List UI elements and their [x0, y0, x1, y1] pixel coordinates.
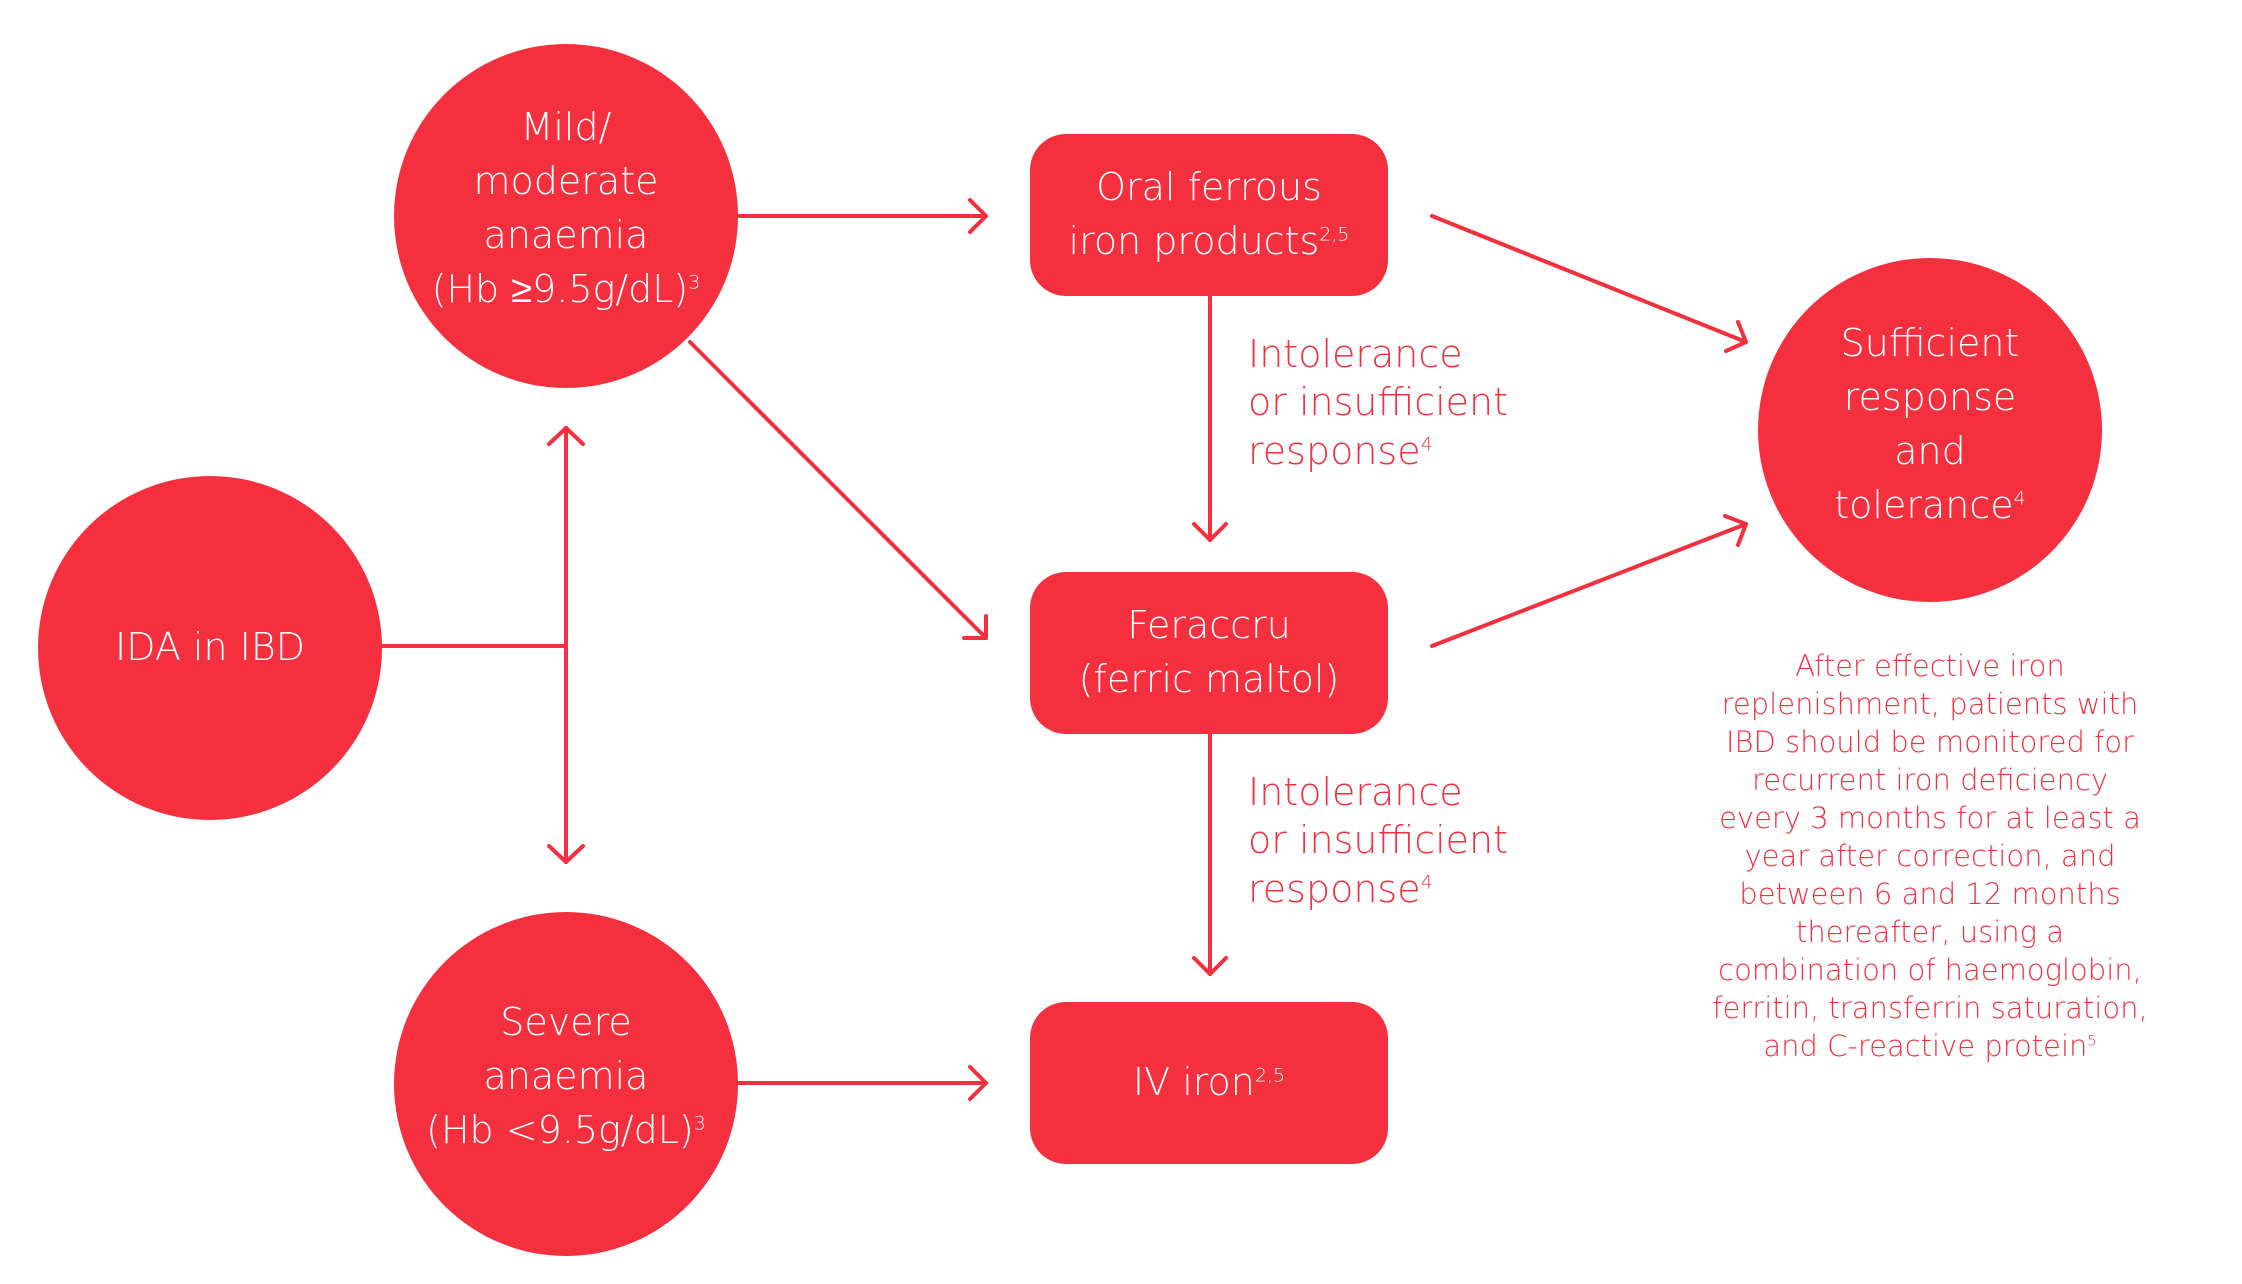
- oral-line-1: Oral ferrous: [1096, 165, 1322, 210]
- mild-line-2: moderate: [473, 159, 659, 204]
- note-line-6: year after correction, and: [1744, 838, 2116, 873]
- edge-label-feraccru-to-iv: Intolerance or insufficient response4: [1248, 768, 1508, 913]
- arrowhead-sufficient-lower: [1723, 514, 1748, 547]
- note-line-10: ferritin, transferrin saturation,: [1712, 990, 2148, 1025]
- severe-line-3: (Hb <9.5g/dL): [426, 1107, 694, 1152]
- edge2-line-2: or insufficient: [1248, 818, 1509, 863]
- note-line-8: thereafter, using a: [1795, 914, 2065, 949]
- mild-line-1: Mild/: [520, 105, 612, 150]
- note-line-5: every 3 months for at least a: [1719, 800, 2141, 835]
- sufficient-line-3: and: [1894, 429, 1966, 473]
- note-line-3: IBD should be monitored for: [1725, 724, 2135, 759]
- arrowhead-oral: [968, 198, 988, 234]
- note-line-2: replenishment, patients with: [1721, 686, 2139, 721]
- arrowhead-sufficient-upper: [1724, 320, 1748, 353]
- mild-line-4: (Hb ≥9.5g/dL): [431, 266, 689, 311]
- edge2-line-3: response: [1248, 866, 1421, 911]
- arrowhead-down-iv: [1192, 956, 1228, 976]
- edge2-line-1: Intolerance: [1248, 770, 1463, 814]
- connector-feraccru-to-sufficient: [1430, 522, 1748, 648]
- note-line-7: between 6 and 12 months: [1739, 876, 2121, 911]
- sufficient-ref: 4: [2013, 487, 2026, 510]
- sufficient-line-2: response: [1843, 375, 2017, 420]
- sufficient-line-4: tolerance: [1834, 482, 2014, 527]
- ida-in-ibd-label: IDA in IBD: [115, 625, 305, 670]
- feraccru-line-2: (ferric maltol): [1078, 657, 1340, 701]
- severe-line-2: anaemia: [483, 1054, 649, 1099]
- note-line-9: combination of haemoglobin,: [1718, 952, 2142, 987]
- connector-oral-to-sufficient: [1430, 214, 1748, 344]
- oral-ref: 2,5: [1319, 223, 1350, 246]
- sufficient-line-1: Sufficient: [1840, 321, 2020, 366]
- mild-ref: 3: [688, 271, 701, 294]
- arrowhead-feraccru-diagonal: [962, 614, 988, 640]
- note-line-4: recurrent iron deficiency: [1751, 762, 2108, 797]
- severe-anaemia-node: Severe anaemia (Hb <9.5g/dL)3: [394, 912, 738, 1256]
- edge1-line-2: or insufficient: [1248, 380, 1509, 425]
- arrowhead-down-feraccru: [1192, 522, 1228, 542]
- note-line-1: After effective iron: [1795, 649, 2065, 683]
- sufficient-response-node: Sufficient response and tolerance4: [1758, 258, 2102, 602]
- oral-ferrous-iron-node: Oral ferrous iron products2,5: [1030, 134, 1388, 296]
- feraccru-node: Feraccru (ferric maltol): [1030, 572, 1388, 734]
- connector-mild-to-feraccru: [688, 340, 988, 640]
- arrowhead-down-severe: [547, 844, 585, 864]
- edge1-line-3: response: [1248, 428, 1421, 473]
- severe-line-1: Severe: [500, 1000, 632, 1045]
- oral-line-2: iron products: [1068, 219, 1320, 263]
- iv-iron-node: IV iron2,5: [1030, 1002, 1388, 1164]
- mild-moderate-anaemia-node: Mild/ moderate anaemia (Hb ≥9.5g/dL)3: [394, 44, 738, 388]
- feraccru-line-1: Feraccru: [1127, 603, 1291, 648]
- edge1-ref: 4: [1420, 432, 1433, 455]
- note-line-11: and C-reactive protein: [1763, 1028, 2088, 1063]
- iv-ref: 2,5: [1254, 1064, 1286, 1087]
- edge1-line-1: Intolerance: [1248, 332, 1463, 376]
- monitoring-note: After effective iron replenishment, pati…: [1700, 648, 2160, 1066]
- note-ref: 5: [2087, 1033, 2097, 1050]
- severe-ref: 3: [693, 1112, 706, 1135]
- arrowhead-iv: [968, 1065, 988, 1101]
- arrowhead-up-mild: [547, 426, 585, 446]
- edge-label-oral-to-feraccru: Intolerance or insufficient response4: [1248, 330, 1508, 475]
- iv-line-1: IV iron: [1132, 1060, 1255, 1105]
- mild-line-3: anaemia: [483, 213, 649, 257]
- edge2-ref: 4: [1420, 870, 1433, 893]
- ida-in-ibd-node: IDA in IBD: [38, 476, 382, 820]
